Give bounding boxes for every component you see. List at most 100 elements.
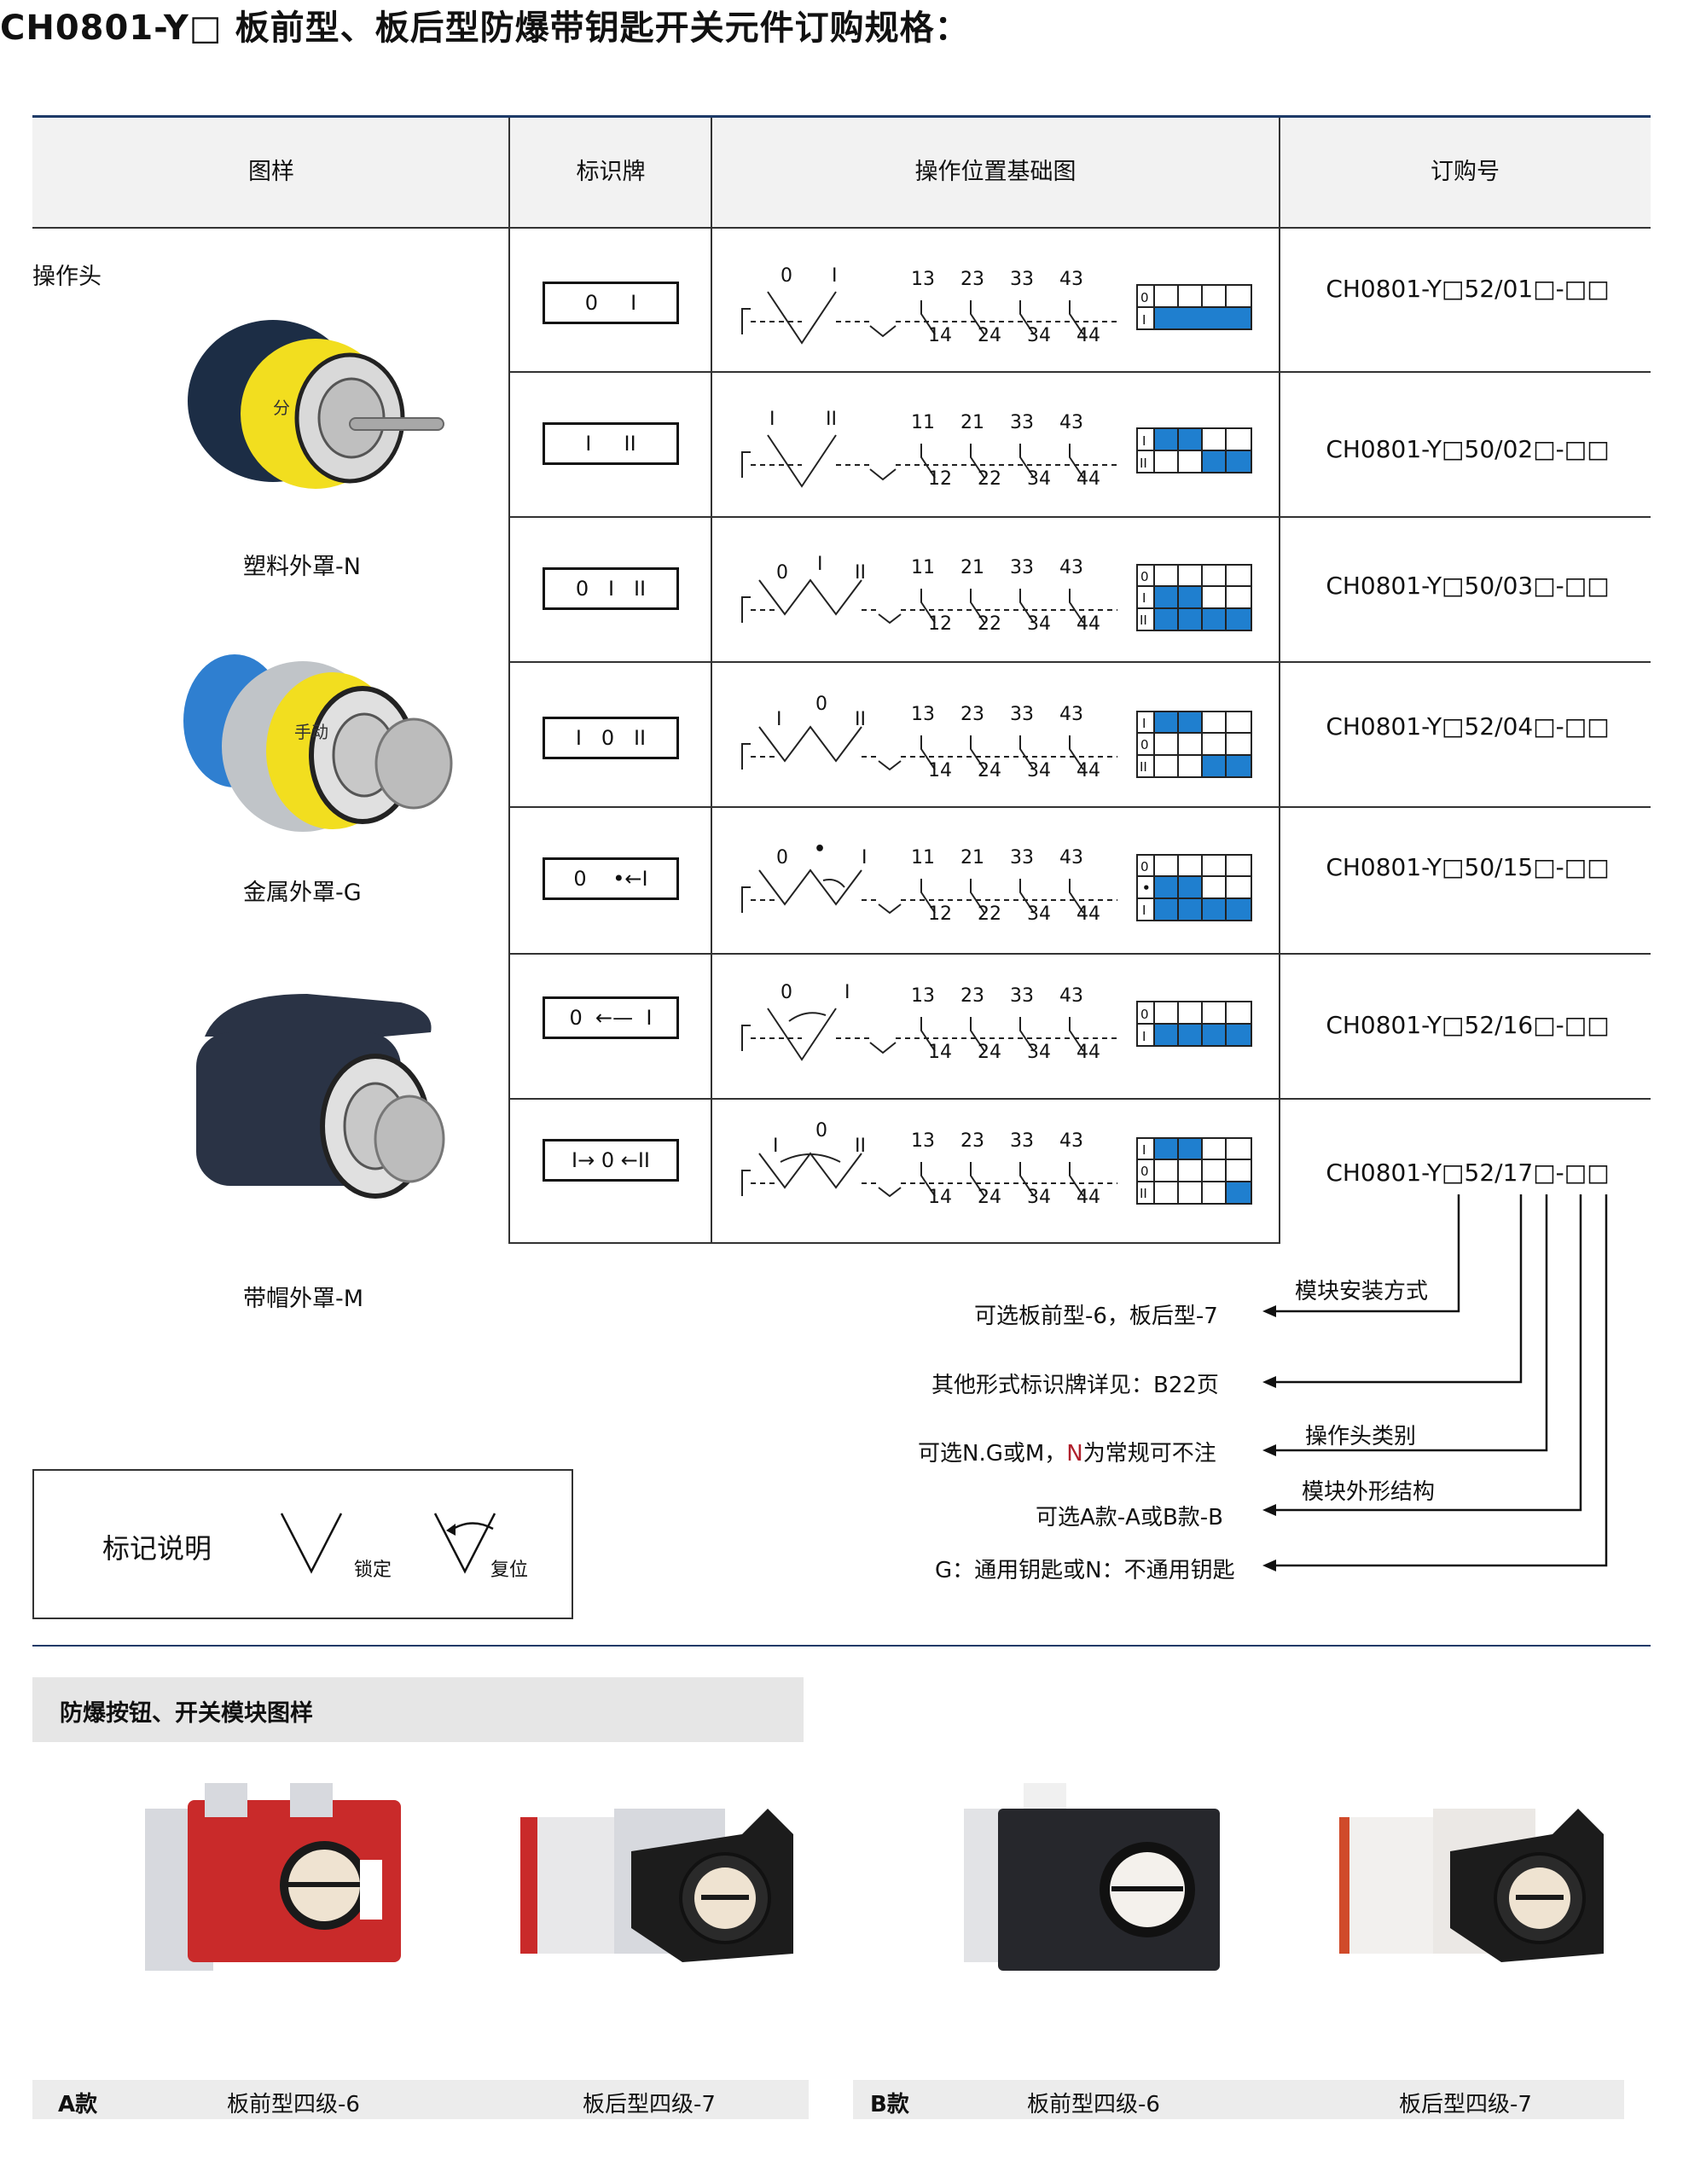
term-top-5-1: 11	[911, 847, 935, 868]
module-a-back-image	[520, 1809, 793, 1962]
module-b-label: B款	[870, 2092, 909, 2117]
pos-row-2-1: I	[769, 409, 775, 430]
grid-label-1-1: 0	[1140, 290, 1149, 305]
diagram-row-1: 0 I 13 23 33 43 14 24 34 44 0 I	[741, 265, 1252, 346]
section-divider	[32, 1645, 1651, 1647]
module-b-back-label: 板后型四级-7	[1399, 2092, 1532, 2117]
grid-vline-1	[508, 118, 510, 1244]
pos-row-5-1: 0	[776, 847, 788, 868]
term-top-1-1: 13	[911, 269, 935, 290]
term-top-3-4: 43	[1059, 557, 1083, 578]
grid-label-5-1: 0	[1140, 859, 1149, 874]
term-bot-3-3: 34	[1027, 613, 1051, 635]
plate-ref: 其他形式标识牌详见：B22页	[931, 1373, 1219, 1398]
metal-head-image: 手动	[183, 654, 453, 832]
order-number-row-3: CH0801-Y□50/03□-□□	[1326, 572, 1610, 600]
nameplate-row-6: 0 ←— I	[543, 996, 679, 1039]
module-b-front-label: 板前型四级-6	[1027, 2092, 1160, 2117]
diagram-row-4: I 0 II 13 23 33 43 14 24 34 44 I 0 II	[741, 694, 1252, 781]
term-bot-2-1: 12	[928, 468, 952, 490]
term-top-6-2: 23	[960, 985, 984, 1007]
pos-row-3-1: 0	[776, 562, 788, 584]
grid-label-2-2: II	[1140, 456, 1147, 471]
page-title: CH0801-Y□ 板前型、板后型防爆带钥匙开关元件订购规格：	[0, 9, 970, 48]
order-number-row-2: CH0801-Y□50/02□-□□	[1326, 435, 1610, 463]
module-a-front-label: 板前型四级-6	[227, 2092, 360, 2117]
pos-row-7-2: 0	[815, 1120, 827, 1141]
term-bot-3-2: 22	[978, 613, 1001, 635]
pos-row-1-1: 0	[781, 265, 792, 287]
operating-head-label: 操作头	[32, 264, 102, 290]
nameplate-row-4: I 0 II	[543, 717, 679, 759]
grid-label-6-2: I	[1142, 1029, 1146, 1044]
modules-section-title: 防爆按钮、开关模块图样	[60, 1700, 313, 1727]
ring-text-plastic: 分	[273, 398, 290, 418]
term-bot-6-1: 14	[928, 1042, 952, 1063]
module-a-label: A款	[58, 2092, 98, 2117]
term-bot-3-1: 12	[928, 613, 952, 635]
term-bot-1-2: 24	[978, 325, 1001, 346]
grid-label-2-1: I	[1142, 433, 1146, 449]
grid-hline-6	[508, 1098, 1651, 1100]
header-top-line	[32, 115, 1651, 118]
grid-label-4-3: II	[1140, 759, 1147, 775]
diagram-row-7: I 0 II 13 23 33 43 14 24 34 44 I 0 II	[741, 1120, 1252, 1208]
term-bot-7-3: 34	[1027, 1187, 1051, 1208]
head-options-n: N	[1066, 1441, 1083, 1467]
ring-text-metal: 手动	[294, 722, 328, 742]
term-bot-1-4: 44	[1077, 325, 1100, 346]
term-bot-2-2: 22	[978, 468, 1001, 490]
grid-hline-1	[508, 371, 1651, 373]
term-top-5-3: 33	[1010, 847, 1034, 868]
capped-head-image	[196, 994, 445, 1199]
pos-row-4-3: II	[855, 709, 866, 730]
diagram-row-3: 0 I II 11 21 33 43 12 22 34 44 0 I II	[741, 554, 1252, 635]
term-bot-3-4: 44	[1077, 613, 1100, 635]
shape-options: 可选A款-A或B款-B	[1036, 1505, 1224, 1531]
term-top-3-2: 21	[960, 557, 984, 578]
pos-row-2-2: II	[826, 409, 837, 430]
term-bot-5-2: 22	[978, 903, 1001, 925]
header-nameplate: 标识牌	[576, 159, 646, 185]
header-pattern: 图样	[248, 159, 294, 185]
pos-row-7-1: I	[773, 1136, 779, 1157]
grid-label-1-2: I	[1142, 312, 1146, 328]
grid-label-4-1: I	[1142, 716, 1146, 731]
term-top-5-2: 21	[960, 847, 984, 868]
nameplate-row-1: 0 I	[543, 282, 679, 324]
term-top-7-1: 13	[911, 1130, 935, 1152]
term-bot-5-1: 12	[928, 903, 952, 925]
term-top-7-2: 23	[960, 1130, 984, 1152]
grid-label-7-3: II	[1140, 1186, 1147, 1201]
plastic-head-label: 塑料外罩-N	[243, 554, 361, 580]
head-options: 可选N.G或M，N为常规可不注	[918, 1436, 1216, 1467]
module-b-front-image	[964, 1783, 1220, 1971]
term-bot-4-1: 14	[928, 760, 952, 781]
order-number-row-6: CH0801-Y□52/16□-□□	[1326, 1011, 1610, 1039]
term-bot-5-3: 34	[1027, 903, 1051, 925]
term-bot-7-2: 24	[978, 1187, 1001, 1208]
shape-title: 模块外形结构	[1302, 1479, 1436, 1505]
pos-row-5-3: I	[862, 847, 868, 868]
legend-reset-label: 复位	[490, 1560, 529, 1581]
nameplate-row-7: I→ 0 ←II	[543, 1139, 679, 1182]
term-top-2-2: 21	[960, 412, 984, 433]
order-number-row-1: CH0801-Y□52/01□-□□	[1326, 275, 1610, 303]
term-top-2-1: 11	[911, 412, 935, 433]
term-bot-4-3: 34	[1027, 760, 1051, 781]
term-top-1-2: 23	[960, 269, 984, 290]
head-options-b: 为常规可不注	[1082, 1441, 1216, 1467]
order-number-row-4: CH0801-Y□52/04□-□□	[1326, 712, 1610, 741]
term-bot-4-4: 44	[1077, 760, 1100, 781]
grid-hline-3	[508, 661, 1651, 663]
grid-bottom-line	[508, 1242, 1280, 1244]
term-bot-6-4: 44	[1077, 1042, 1100, 1063]
term-bot-7-1: 14	[928, 1187, 952, 1208]
callout-lines	[1262, 1194, 1608, 1571]
capped-head-label: 带帽外罩-M	[243, 1286, 364, 1312]
module-a-bar: A款 板前型四级-6 板后型四级-7	[32, 2080, 809, 2119]
grid-label-6-1: 0	[1140, 1007, 1149, 1022]
term-top-2-3: 33	[1010, 412, 1034, 433]
term-bot-7-4: 44	[1077, 1187, 1100, 1208]
pos-row-6-2: I	[844, 982, 850, 1003]
